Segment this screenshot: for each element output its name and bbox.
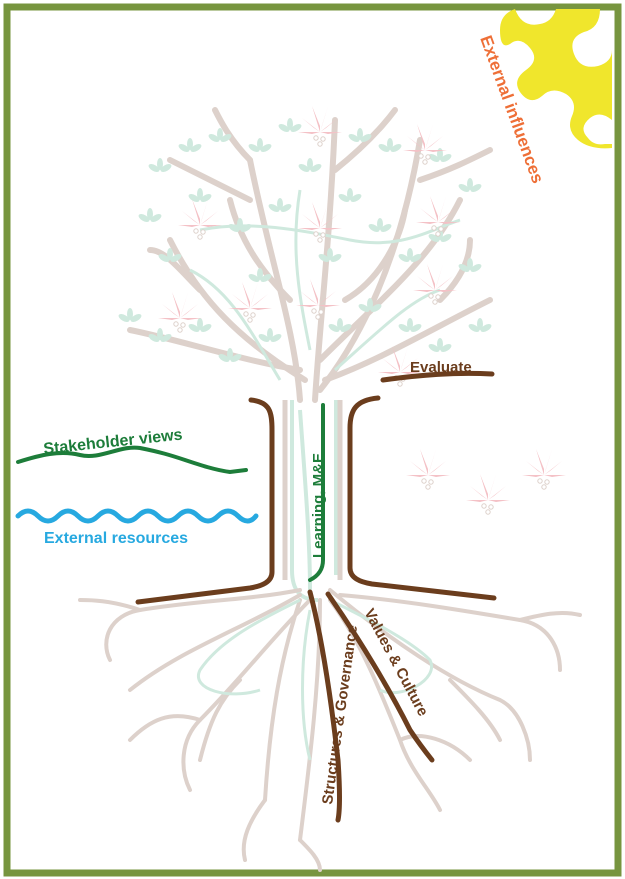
tree-canopy	[130, 110, 490, 400]
external-resources-waves	[18, 511, 256, 521]
evaluate-label: Evaluate	[410, 359, 472, 376]
trunk-right-bracket	[350, 398, 494, 598]
learning-me-label: Learning, M&E	[310, 453, 327, 558]
external-resources-label: External resources	[44, 530, 188, 547]
trunk-brackets	[138, 373, 494, 820]
loose-flowers	[406, 449, 566, 514]
